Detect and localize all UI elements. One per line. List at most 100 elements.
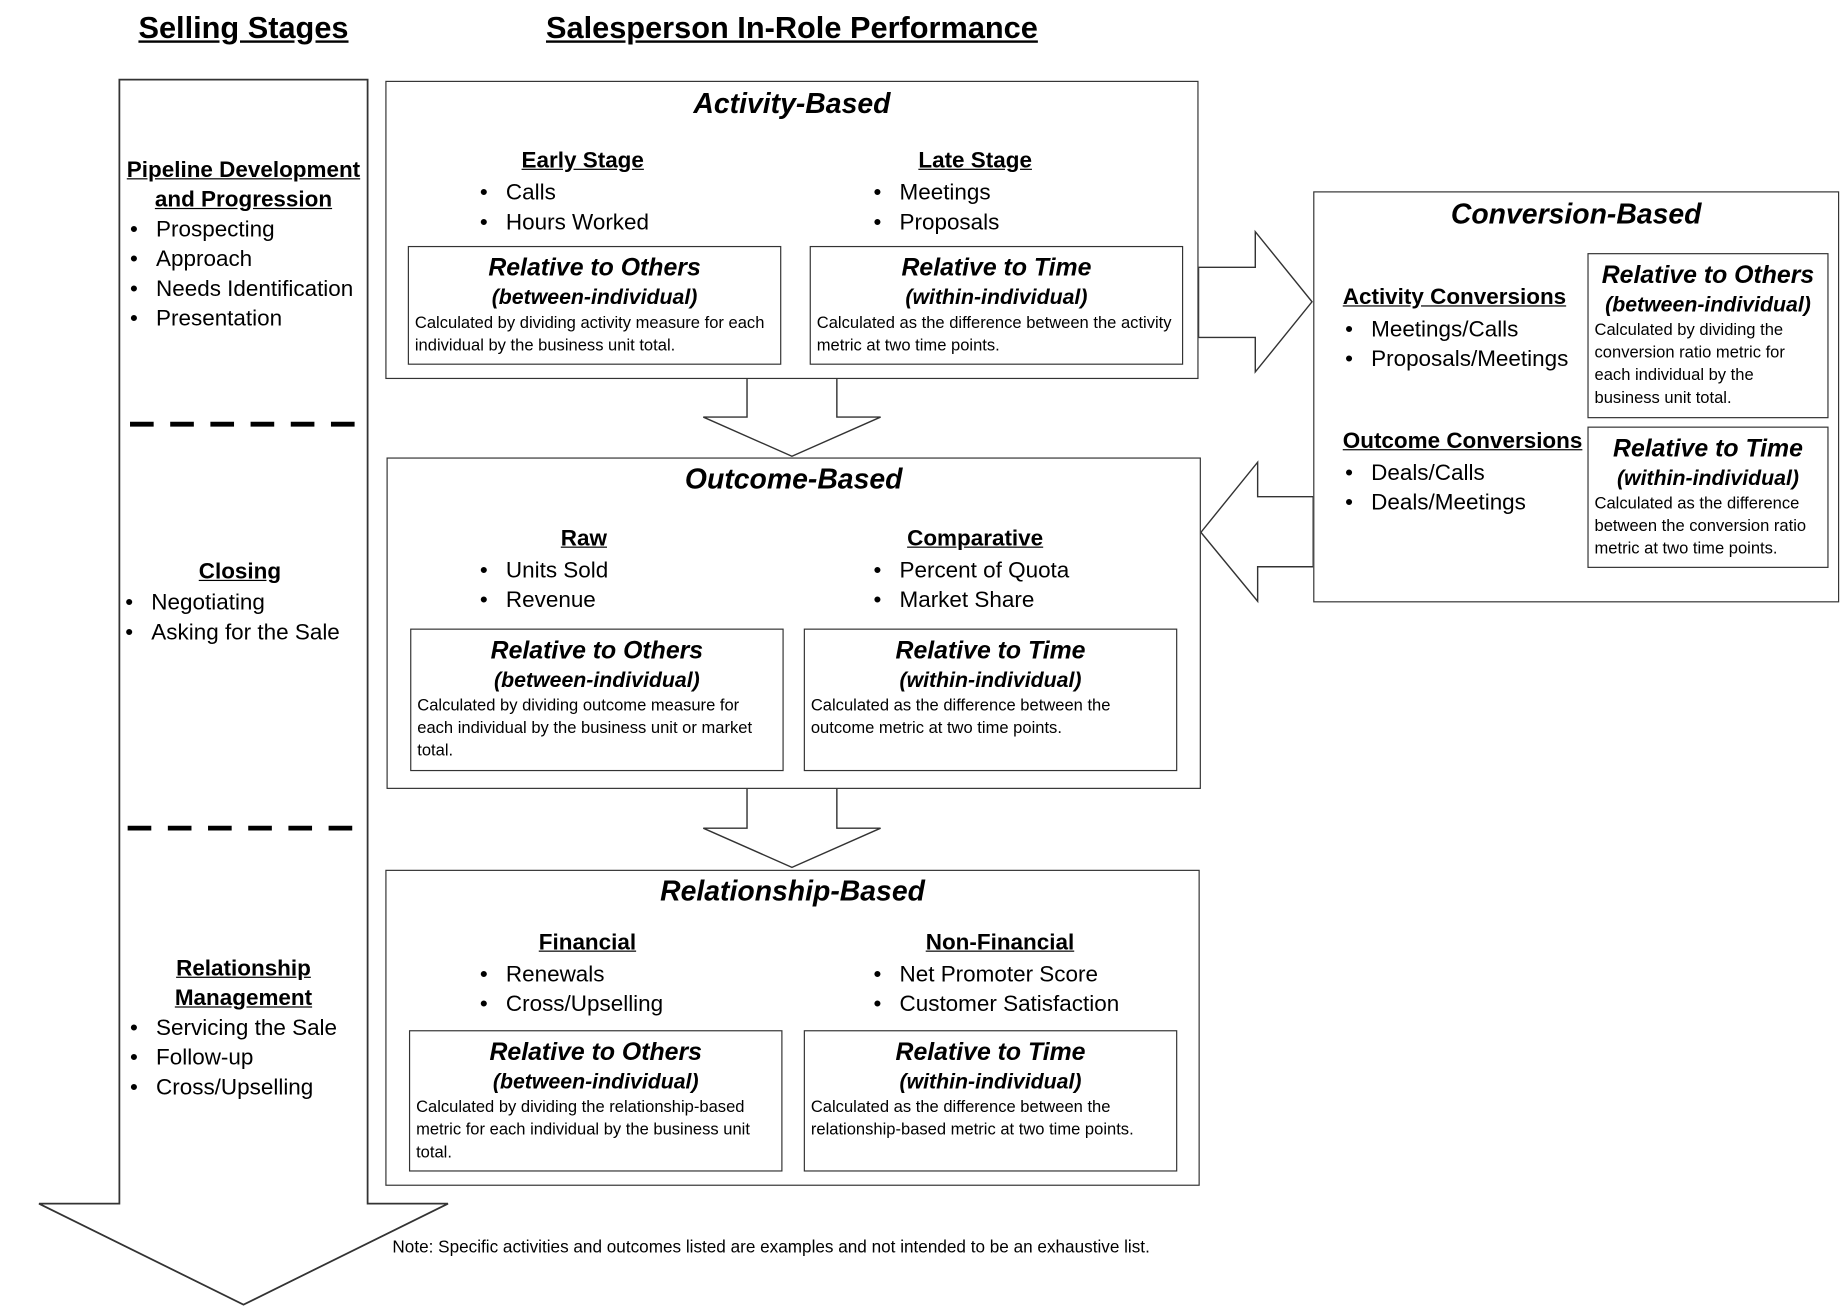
activity-late-stage-list: Meetings Proposals bbox=[871, 178, 999, 237]
activity-late-stage-heading: Late Stage bbox=[918, 148, 1032, 174]
outcome-time-description: Calculated as the difference between the… bbox=[810, 695, 1111, 737]
stage-relationship-list: Servicing the Sale Follow-up Cross/Upsel… bbox=[128, 1014, 337, 1103]
list-item: Follow-up bbox=[128, 1043, 337, 1073]
list-item: Asking for the Sale bbox=[123, 618, 340, 648]
outcome-others-title: Relative to Others bbox=[490, 636, 704, 665]
list-item: Renewals bbox=[478, 960, 664, 990]
outcome-relative-to-others-box: Relative to Others (between-individual) … bbox=[410, 628, 784, 772]
list-item: Deals/Calls bbox=[1343, 459, 1526, 489]
outcome-raw-heading: Raw bbox=[560, 526, 607, 552]
list-item: Meetings/Calls bbox=[1343, 315, 1569, 345]
list-item: Servicing the Sale bbox=[128, 1014, 337, 1044]
outcome-comparative-list: Percent of Quota Market Share bbox=[871, 556, 1069, 615]
activity-early-stage-heading: Early Stage bbox=[521, 148, 644, 174]
stage-pipeline-list: Prospecting Approach Needs Identificatio… bbox=[128, 215, 354, 334]
list-item: Net Promoter Score bbox=[871, 960, 1119, 990]
stage-pipeline-title-line2: and Progression bbox=[154, 187, 333, 213]
conversion-based-title: Conversion-Based bbox=[1450, 198, 1702, 231]
relationship-non-financial-list: Net Promoter Score Customer Satisfaction bbox=[871, 960, 1119, 1019]
outcome-others-description: Calculated by dividing outcome measure f… bbox=[417, 695, 753, 760]
relationship-relative-to-time-box: Relative to Time (within-individual) Cal… bbox=[803, 1030, 1178, 1172]
conversion-others-title: Relative to Others bbox=[1601, 261, 1815, 289]
right-arrow-activity-to-conversion bbox=[1197, 229, 1313, 374]
outcome-comparative-heading: Comparative bbox=[907, 526, 1044, 552]
relationship-time-subtitle: (within-individual) bbox=[899, 1069, 1082, 1094]
list-item: Prospecting bbox=[128, 215, 354, 245]
list-item: Cross/Upselling bbox=[128, 1073, 337, 1103]
relationship-non-financial-heading: Non-Financial bbox=[925, 930, 1075, 956]
list-item: Proposals bbox=[871, 208, 999, 238]
list-item: Approach bbox=[128, 245, 354, 275]
list-item: Needs Identification bbox=[128, 274, 353, 304]
selling-stages-heading: Selling Stages bbox=[138, 9, 349, 46]
relationship-based-box: Relationship-Based Financial Renewals Cr… bbox=[385, 869, 1200, 1186]
outcome-based-box: Outcome-Based Raw Units Sold Revenue Com… bbox=[386, 457, 1201, 789]
list-item: Cross/Upselling bbox=[478, 990, 663, 1020]
conversion-relative-to-others-box: Relative to Others (between-individual) … bbox=[1587, 253, 1829, 419]
outcome-raw-list: Units Sold Revenue bbox=[478, 556, 609, 616]
conversion-based-box: Conversion-Based Activity Conversions Me… bbox=[1313, 191, 1840, 603]
conversion-others-description: Calculated by dividing the conversion ra… bbox=[1594, 319, 1785, 407]
outcome-time-subtitle: (within-individual) bbox=[899, 667, 1082, 692]
activity-relative-to-others-box: Relative to Others (between-individual) … bbox=[407, 245, 782, 365]
conversion-others-subtitle: (between-individual) bbox=[1605, 292, 1811, 317]
relationship-others-subtitle: (between-individual) bbox=[492, 1069, 699, 1094]
stage-closing-title: Closing bbox=[122, 557, 358, 587]
stage-relationship-title-line1: Relationship bbox=[176, 956, 311, 982]
left-arrow-conversion-to-outcome bbox=[1199, 460, 1314, 604]
stage-closing-list: Negotiating Asking for the Sale bbox=[123, 588, 340, 647]
activity-time-description: Calculated as the difference between the… bbox=[816, 312, 1172, 355]
stage-pipeline-title-line1: Pipeline Development bbox=[126, 158, 361, 183]
outcome-based-title: Outcome-Based bbox=[684, 463, 903, 496]
conversion-time-description: Calculated as the difference between the… bbox=[1594, 493, 1807, 558]
activity-based-title: Activity-Based bbox=[693, 87, 891, 121]
outcome-conversions-list: Deals/Calls Deals/Meetings bbox=[1343, 459, 1526, 518]
activity-based-box: Activity-Based Early Stage Calls Hours W… bbox=[385, 80, 1199, 380]
activity-conversions-heading: Activity Conversions bbox=[1342, 285, 1567, 311]
list-item: Calls bbox=[478, 178, 650, 208]
list-item: Hours Worked bbox=[478, 208, 649, 238]
list-item: Market Share bbox=[871, 586, 1069, 616]
activity-others-description: Calculated by dividing activity measure … bbox=[414, 312, 765, 355]
list-item: Deals/Meetings bbox=[1343, 488, 1526, 518]
relationship-others-title: Relative to Others bbox=[489, 1038, 702, 1066]
activity-relative-to-time-box: Relative to Time (within-individual) Cal… bbox=[809, 245, 1184, 365]
outcome-time-title: Relative to Time bbox=[895, 636, 1086, 665]
relationship-financial-heading: Financial bbox=[538, 930, 637, 956]
list-item: Meetings bbox=[871, 178, 999, 208]
outcome-conversions-heading: Outcome Conversions bbox=[1342, 428, 1583, 454]
relationship-time-description: Calculated as the difference between the… bbox=[810, 1096, 1134, 1139]
activity-time-subtitle: (within-individual) bbox=[905, 285, 1088, 309]
conversion-relative-to-time-box: Relative to Time (within-individual) Cal… bbox=[1587, 426, 1829, 568]
conversion-time-subtitle: (within-individual) bbox=[1616, 465, 1799, 490]
list-item: Proposals/Meetings bbox=[1343, 345, 1568, 375]
activity-conversions-list: Meetings/Calls Proposals/Meetings bbox=[1343, 315, 1569, 375]
list-item: Revenue bbox=[478, 586, 609, 616]
list-item: Units Sold bbox=[478, 556, 608, 586]
activity-others-title: Relative to Others bbox=[488, 254, 701, 282]
relationship-financial-list: Renewals Cross/Upselling bbox=[478, 960, 664, 1020]
list-item: Negotiating bbox=[123, 588, 340, 618]
activity-early-stage-list: Calls Hours Worked bbox=[478, 178, 650, 238]
outcome-others-subtitle: (between-individual) bbox=[494, 667, 700, 692]
activity-others-subtitle: (between-individual) bbox=[491, 285, 698, 309]
relationship-based-title: Relationship-Based bbox=[660, 875, 925, 908]
selling-stages-arrow bbox=[38, 78, 449, 1306]
stage-closing-title-line1: Closing bbox=[198, 559, 282, 585]
outcome-relative-to-time-box: Relative to Time (within-individual) Cal… bbox=[803, 628, 1178, 772]
footnote: Note: Specific activities and outcomes l… bbox=[392, 1238, 1150, 1258]
relationship-relative-to-others-box: Relative to Others (between-individual) … bbox=[408, 1030, 783, 1172]
performance-heading: Salesperson In-Role Performance bbox=[545, 9, 1038, 46]
list-item: Presentation bbox=[128, 304, 354, 334]
relationship-others-description: Calculated by dividing the relationship-… bbox=[416, 1096, 750, 1161]
list-item: Percent of Quota bbox=[871, 556, 1069, 586]
relationship-time-title: Relative to Time bbox=[895, 1038, 1086, 1066]
stage-relationship-title-line2: Management bbox=[174, 986, 313, 1012]
activity-time-title: Relative to Time bbox=[901, 254, 1092, 282]
conversion-time-title: Relative to Time bbox=[1613, 434, 1803, 463]
down-arrow-activity-to-outcome bbox=[703, 377, 881, 458]
stage-pipeline-title: Pipeline Development and Progression bbox=[122, 156, 365, 215]
down-arrow-outcome-to-relationship bbox=[703, 787, 881, 869]
